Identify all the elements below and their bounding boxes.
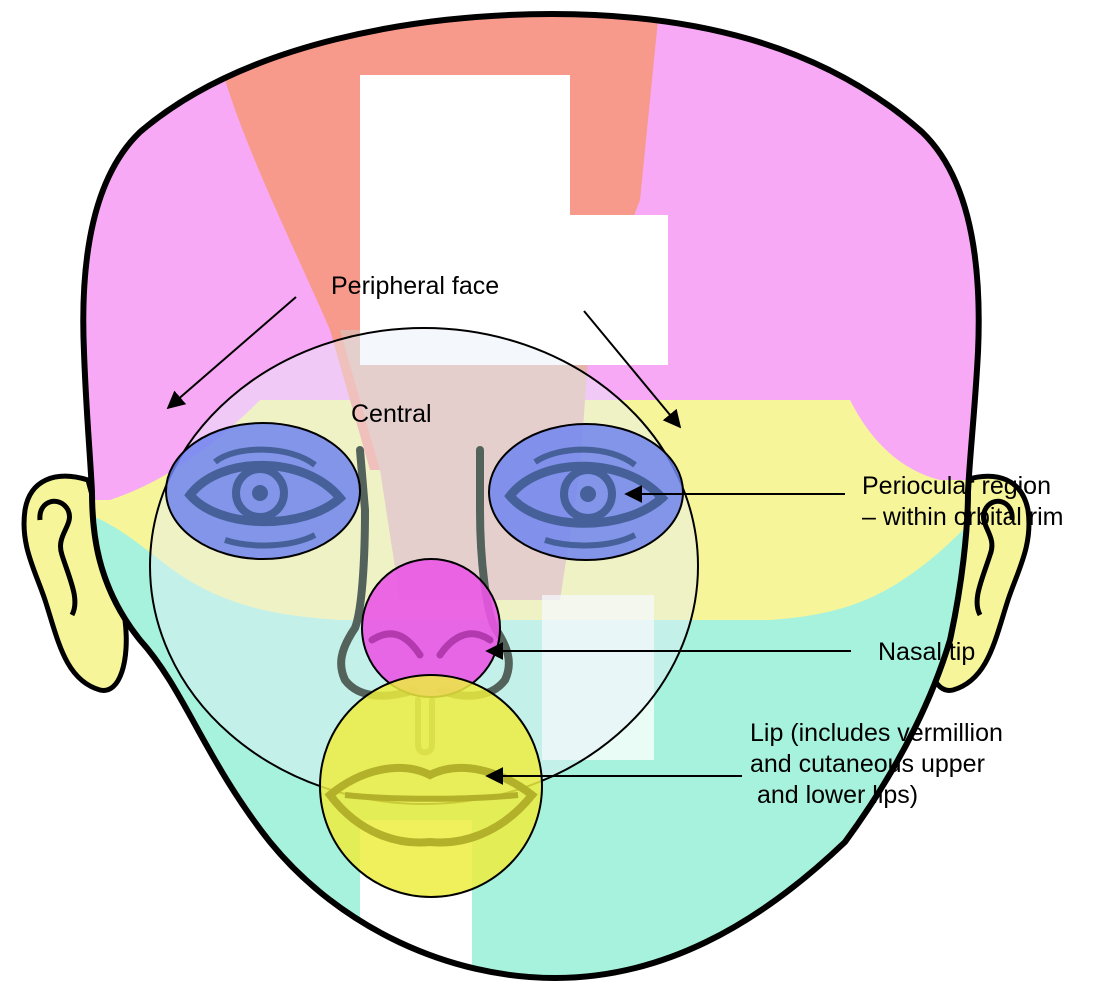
- lip-label-line3: and lower lips): [750, 781, 918, 809]
- central-label: Central: [351, 400, 432, 428]
- right-eye-icon: [489, 424, 683, 560]
- lips-icon: [320, 675, 542, 897]
- periocular-label-line1: Periocular region: [862, 472, 1051, 500]
- peripheral-face-label: Peripheral face: [331, 272, 499, 300]
- periocular-label-line2: – within orbital rim: [862, 503, 1063, 531]
- nasal-tip-label: Nasal tip: [878, 638, 975, 666]
- lip-label-line1: Lip (includes vermillion: [750, 719, 1003, 747]
- lip-label-line2: and cutaneous upper: [750, 750, 985, 778]
- left-eye-icon: [166, 423, 360, 559]
